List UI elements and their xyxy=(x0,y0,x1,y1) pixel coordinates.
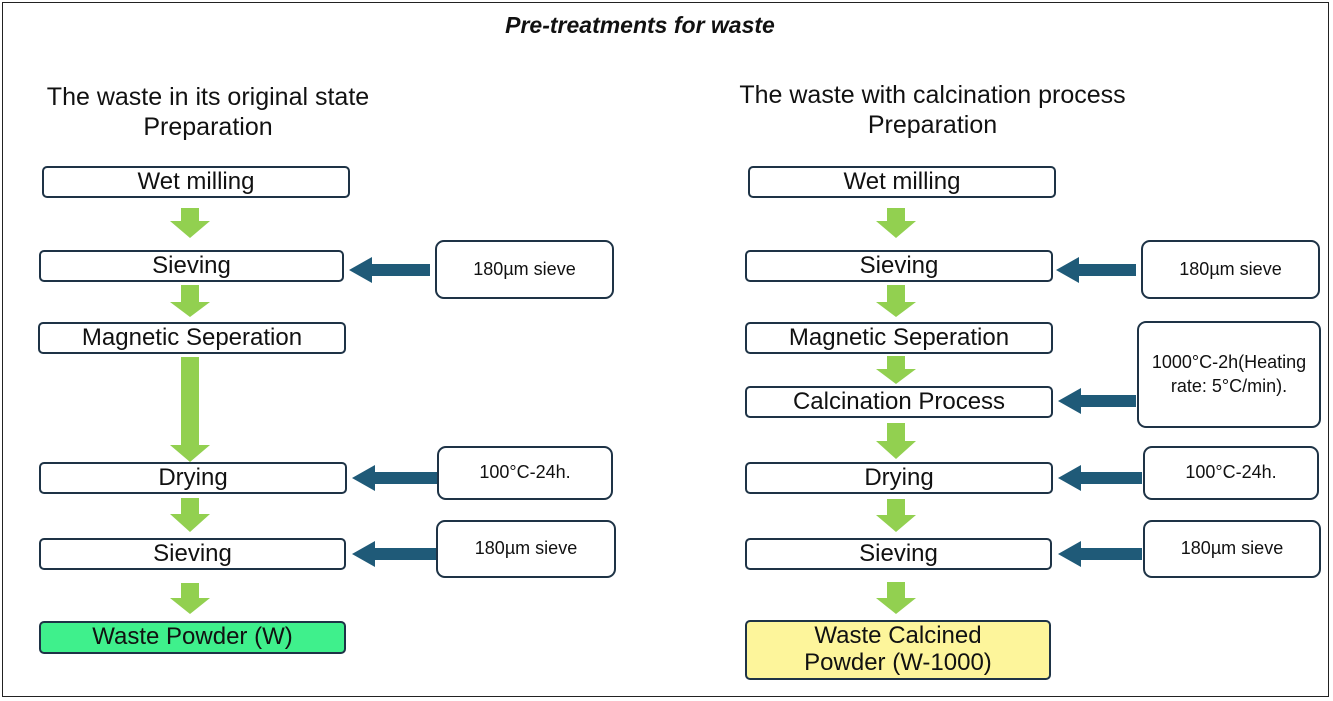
right-step-calcination: Calcination Process xyxy=(745,386,1053,418)
side-arrow-left xyxy=(1058,541,1142,567)
right-step-drying: Drying xyxy=(745,462,1053,494)
flow-arrow-down xyxy=(876,423,916,459)
flow-arrow-down xyxy=(876,208,916,238)
side-arrow-left xyxy=(349,257,430,283)
right-note-sieve-2: 180µm sieve xyxy=(1143,520,1321,578)
flow-arrow-down xyxy=(170,357,210,462)
side-arrow-left xyxy=(1058,465,1142,491)
diagram-title: Pre-treatments for waste xyxy=(505,12,775,38)
right-final-line2: Powder (W-1000) xyxy=(804,649,992,676)
right-step-wet-milling: Wet milling xyxy=(748,166,1056,198)
left-note-sieve-2: 180µm sieve xyxy=(436,520,616,578)
flow-arrow-down xyxy=(876,356,916,384)
left-note-sieve: 180µm sieve xyxy=(435,240,614,299)
flow-arrow-down xyxy=(170,208,210,238)
right-note-drying: 100°C-24h. xyxy=(1143,446,1319,500)
right-step-sieving: Sieving xyxy=(745,250,1053,282)
left-step-sieving: Sieving xyxy=(39,250,344,282)
right-heading-line1: The waste with calcination process xyxy=(739,81,1126,109)
side-arrow-left xyxy=(352,541,437,567)
flow-arrow-down xyxy=(876,582,916,614)
right-final-line1: Waste Calcined xyxy=(814,622,982,650)
right-step-magnetic-separation: Magnetic Seperation xyxy=(745,322,1053,354)
right-final-calcined-powder: Waste Calcined Powder (W-1000) xyxy=(745,620,1051,680)
right-note-sieve: 180µm sieve xyxy=(1141,240,1320,299)
side-arrow-left xyxy=(1058,388,1136,414)
side-arrow-left xyxy=(1056,257,1136,283)
flow-arrow-down xyxy=(876,285,916,317)
left-heading-line2: Preparation xyxy=(143,113,273,141)
left-step-sieving-2: Sieving xyxy=(39,538,346,570)
left-heading-line1: The waste in its original state xyxy=(46,83,370,111)
left-note-drying: 100°C-24h. xyxy=(437,446,613,500)
flow-arrow-down xyxy=(876,499,916,532)
left-step-magnetic-separation: Magnetic Seperation xyxy=(38,322,346,354)
right-note-calcination: 1000°C-2h(Heating rate: 5°C/min). xyxy=(1137,321,1321,428)
left-final-waste-powder: Waste Powder (W) xyxy=(39,621,346,654)
flow-arrow-down xyxy=(170,583,210,614)
left-step-wet-milling: Wet milling xyxy=(42,166,350,198)
flow-arrow-down xyxy=(170,498,210,532)
flow-arrow-down xyxy=(170,285,210,317)
left-step-drying: Drying xyxy=(39,462,347,494)
right-step-sieving-2: Sieving xyxy=(745,538,1052,570)
side-arrow-left xyxy=(352,465,437,491)
right-heading-line2: Preparation xyxy=(867,111,998,139)
